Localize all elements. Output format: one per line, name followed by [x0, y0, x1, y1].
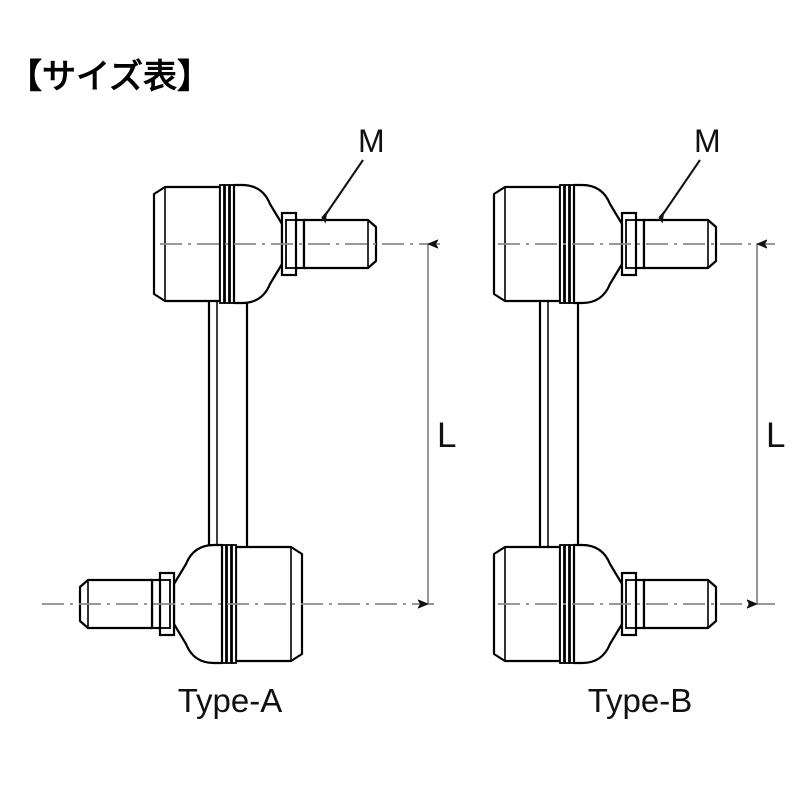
dimension-label-l-b: L	[766, 416, 785, 455]
caption-type-b: Type-B	[587, 682, 693, 719]
page-title: 【サイズ表】	[8, 58, 211, 96]
connecting-rod-b	[538, 258, 580, 580]
callout-thread-a: M	[321, 123, 385, 224]
callout-label-m-a: M	[358, 123, 385, 159]
callout-label-m-b: M	[694, 123, 721, 159]
dimension-label-l-a: L	[437, 416, 456, 455]
callout-thread-b: M	[658, 123, 721, 224]
connecting-rod-a	[207, 258, 249, 580]
diagram-type-a: L M	[42, 123, 456, 665]
dimension-length-a: L	[428, 244, 456, 604]
diagram-type-b: L M	[492, 123, 785, 665]
dimension-length-b: L	[757, 244, 785, 604]
caption-type-a: Type-A	[177, 682, 283, 719]
